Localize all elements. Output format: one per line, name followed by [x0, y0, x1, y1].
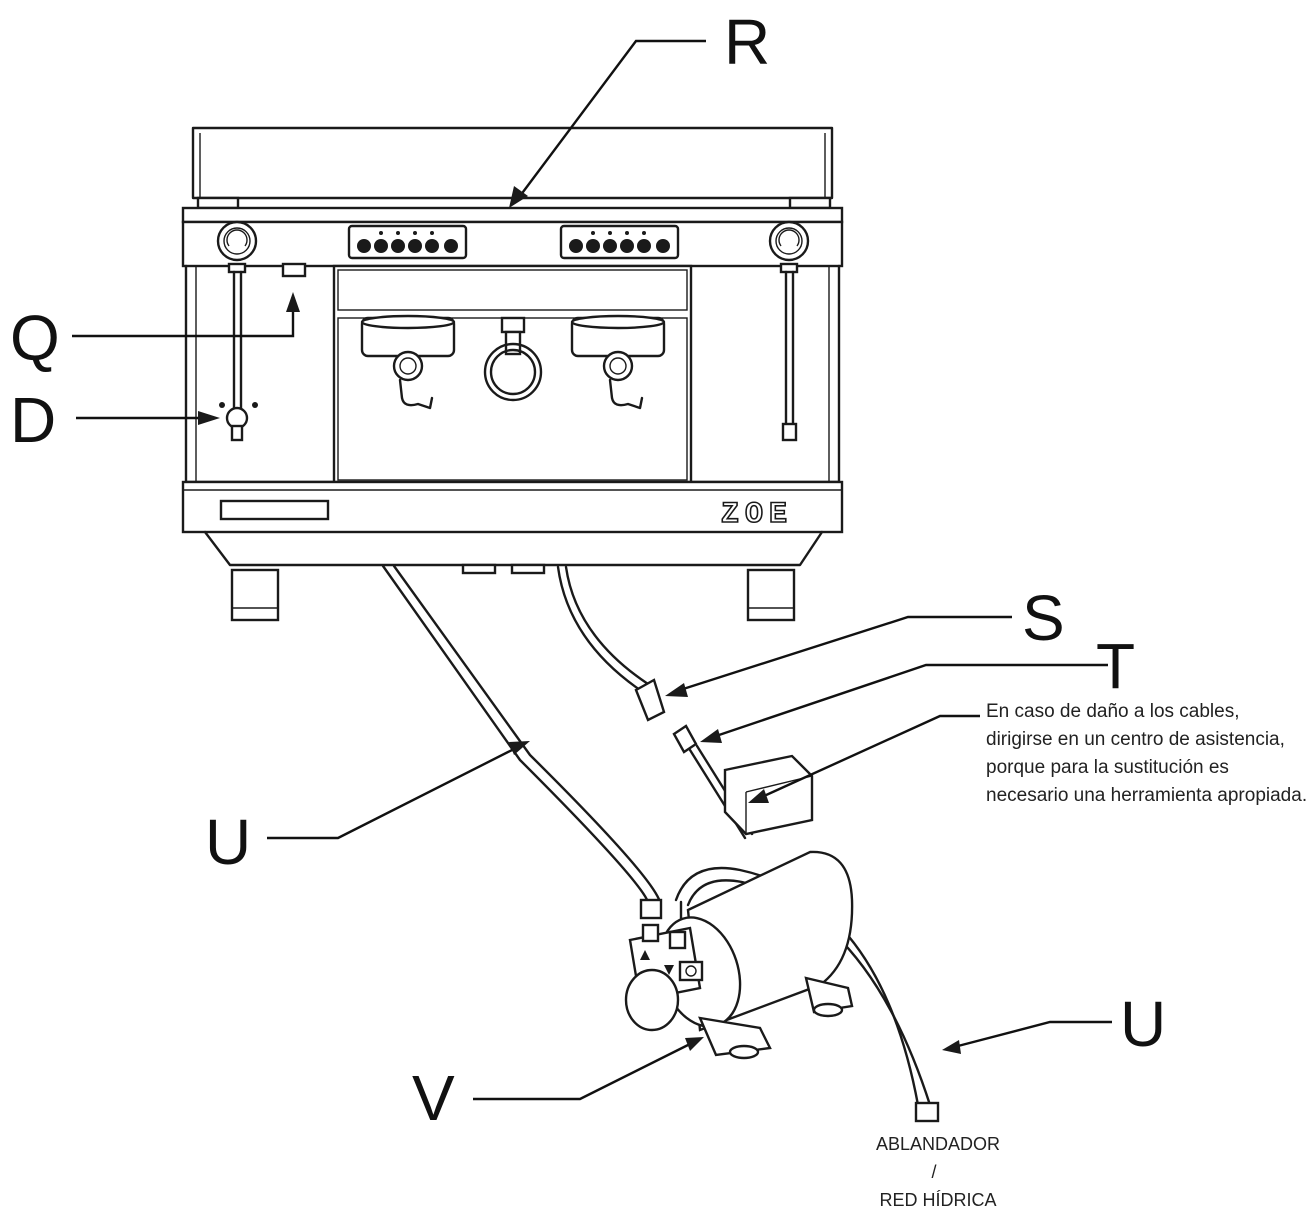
note-line-3: porque para la sustitución es	[986, 757, 1229, 778]
callout-s: S	[1022, 582, 1065, 654]
note-line-1: En caso de daño a los cables,	[986, 701, 1240, 722]
callout-u-left: U	[205, 806, 251, 878]
espresso-machine: ZOE	[181, 126, 844, 622]
callout-q: Q	[10, 302, 60, 374]
note-line-2: dirigirse en un centro de asistencia,	[986, 729, 1285, 750]
keypad-right	[569, 231, 670, 253]
callout-r: R	[724, 6, 770, 78]
water-source-line-1: ABLANDADOR	[876, 1134, 1000, 1154]
hoses-and-cables	[381, 564, 940, 1123]
callout-d: D	[10, 384, 56, 456]
cable-damage-note: En caso de daño a los cables, dirigirse …	[986, 701, 1307, 806]
water-source-line-2: /	[931, 1162, 936, 1182]
callout-t: T	[1096, 630, 1135, 702]
water-source-line-3: RED HÍDRICA	[879, 1190, 996, 1210]
note-line-4: necesario una herramienta apropiada.	[986, 785, 1307, 806]
callout-u-right: U	[1120, 988, 1166, 1060]
water-source-label: ABLANDADOR / RED HÍDRICA	[876, 1134, 1000, 1210]
pump	[624, 754, 854, 1060]
callout-v: V	[412, 1062, 455, 1134]
leader-lines	[72, 39, 1112, 1101]
brand-logo: ZOE	[721, 498, 793, 532]
keypad-left	[357, 231, 458, 253]
